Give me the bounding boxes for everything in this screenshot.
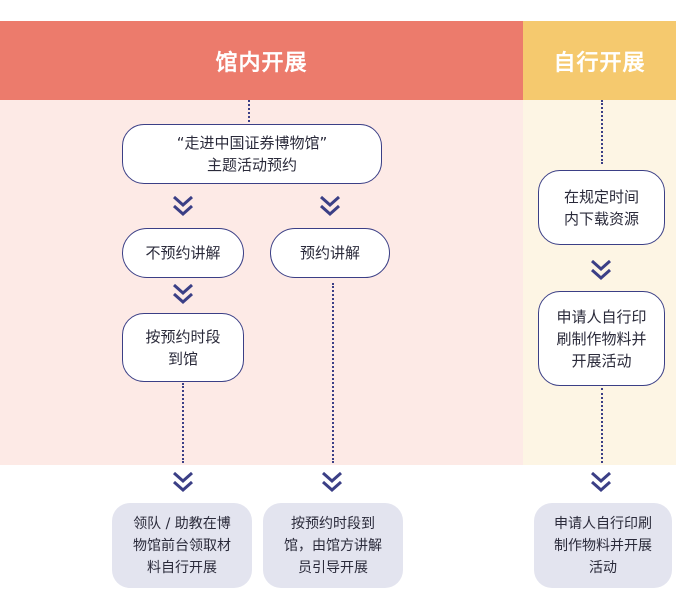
- connector-selfrun-header-to-download: [601, 100, 603, 164]
- chevron-down-icon: [318, 194, 342, 218]
- arrive-on-time-node: 按预约时段 到馆: [122, 313, 244, 382]
- connector-guided-to-output: [332, 283, 334, 463]
- self-run-panel: [523, 100, 676, 465]
- with-guide-node: 预约讲解: [270, 228, 390, 278]
- chevron-down-icon: [589, 258, 613, 282]
- output-guided: 按预约时段到 馆，由馆方讲解 员引导开展: [263, 503, 403, 588]
- chevron-down-icon: [171, 194, 195, 218]
- in-museum-header: 馆内开展: [0, 21, 523, 100]
- self-run-header: 自行开展: [523, 21, 676, 100]
- download-node: 在规定时间 内下载资源: [538, 170, 665, 245]
- output-leader-self: 领队 / 助教在博 物馆前台领取材 料自行开展: [112, 503, 252, 588]
- chevron-down-icon: [171, 282, 195, 306]
- chevron-down-icon: [320, 470, 344, 494]
- chevron-down-icon: [171, 470, 195, 494]
- connector-arrive-to-output: [182, 383, 184, 463]
- connector-selfprint-to-output: [601, 388, 603, 463]
- reservation-node: “走进中国证券博物馆” 主题活动预约: [122, 124, 382, 184]
- chevron-down-icon: [589, 470, 613, 494]
- self-print-node: 申请人自行印 刷制作物料并 开展活动: [538, 291, 665, 386]
- connector-header-to-reservation: [248, 100, 250, 122]
- no-guide-node: 不预约讲解: [122, 228, 244, 278]
- output-applicant-self: 申请人自行印刷 制作物料并开展 活动: [534, 503, 672, 588]
